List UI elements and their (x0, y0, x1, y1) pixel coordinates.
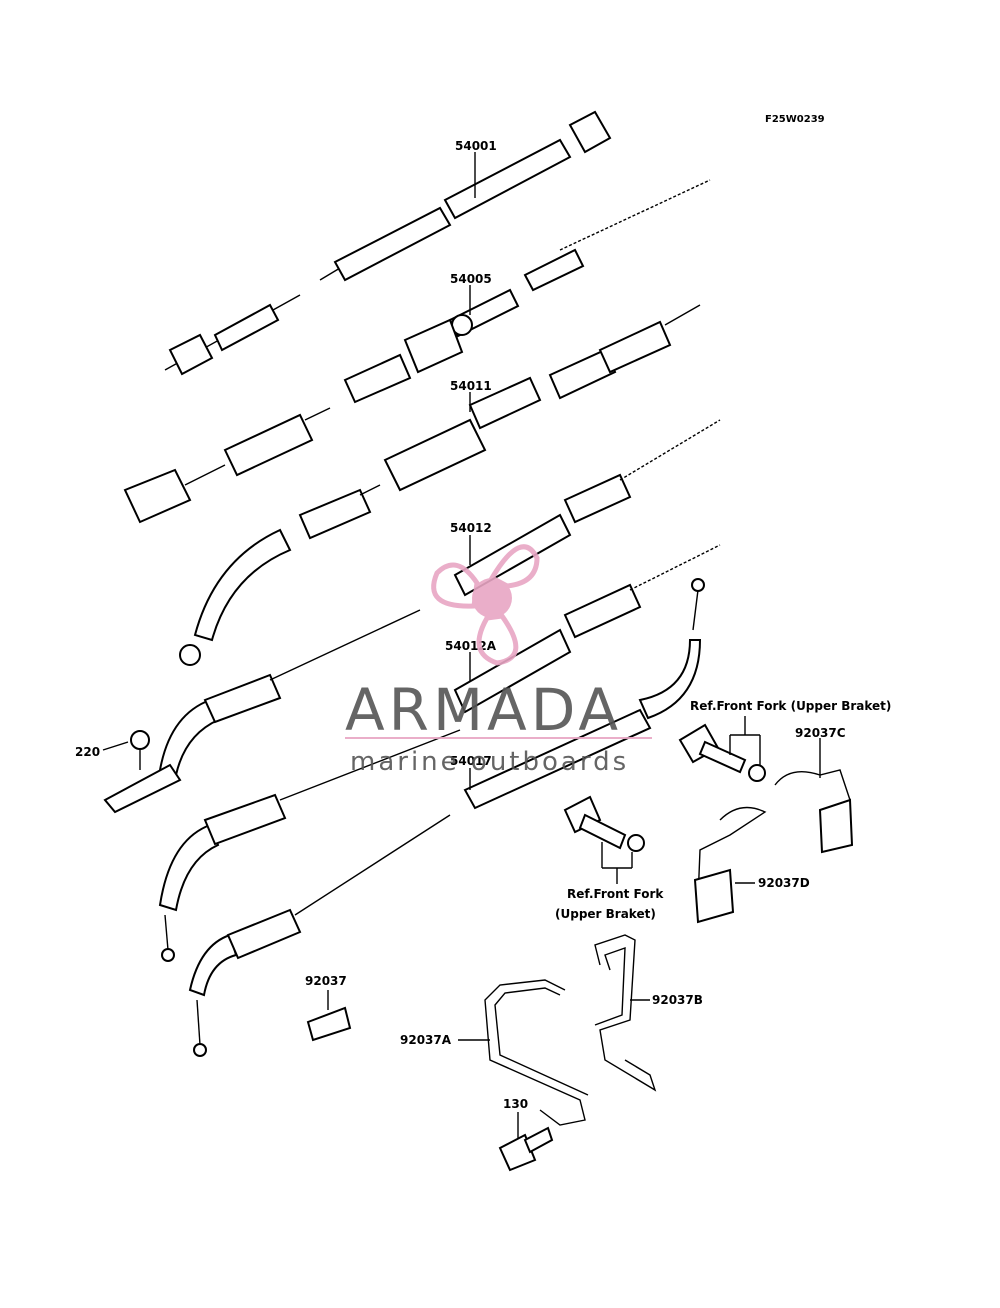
label-92037c: 92037C (795, 726, 846, 740)
cable-54012 (179, 419, 721, 666)
cable-54011 (123, 304, 701, 524)
label-54005: 54005 (450, 272, 492, 286)
watermark: ARMADA marine outboards (345, 544, 652, 777)
label-ref1: Ref.Front Fork (Upper Braket) (690, 699, 891, 713)
label-92037: 92037 (305, 974, 347, 988)
bracket-92037a (484, 979, 589, 1126)
label-92037d: 92037D (758, 876, 810, 890)
clamp-92037c (774, 769, 854, 854)
cable-54001 (164, 110, 612, 376)
cable-54005 (343, 179, 711, 404)
cable-54012a (158, 544, 721, 777)
label-92037a: 92037A (400, 1033, 452, 1047)
leader-220 (102, 741, 129, 751)
label-54011: 54011 (450, 379, 492, 393)
watermark-brand: ARMADA (345, 676, 622, 744)
label-54012: 54012 (450, 521, 492, 535)
cable-54017 (158, 578, 705, 1057)
bolt-ref-1 (678, 723, 766, 782)
label-54001: 54001 (455, 139, 497, 153)
label-54012a: 54012A (445, 639, 497, 653)
propeller-icon (431, 544, 540, 666)
bolt-ref-2 (563, 795, 645, 852)
diagram-code: F25W0239 (765, 114, 825, 125)
label-220: 220 (75, 745, 100, 759)
bracket-92037b (594, 934, 657, 1092)
label-ref2-line2: (Upper Braket) (555, 907, 656, 921)
bracket-220 (103, 730, 182, 814)
watermark-tagline: marine outboards (350, 747, 629, 777)
clamp-92037 (306, 1006, 352, 1042)
bolt-130 (498, 1126, 554, 1172)
label-130: 130 (503, 1097, 528, 1111)
label-ref2-line1: Ref.Front Fork (567, 887, 664, 901)
clamp-92037d (693, 806, 767, 924)
label-54017: 54017 (450, 754, 492, 768)
label-92037b: 92037B (652, 993, 703, 1007)
